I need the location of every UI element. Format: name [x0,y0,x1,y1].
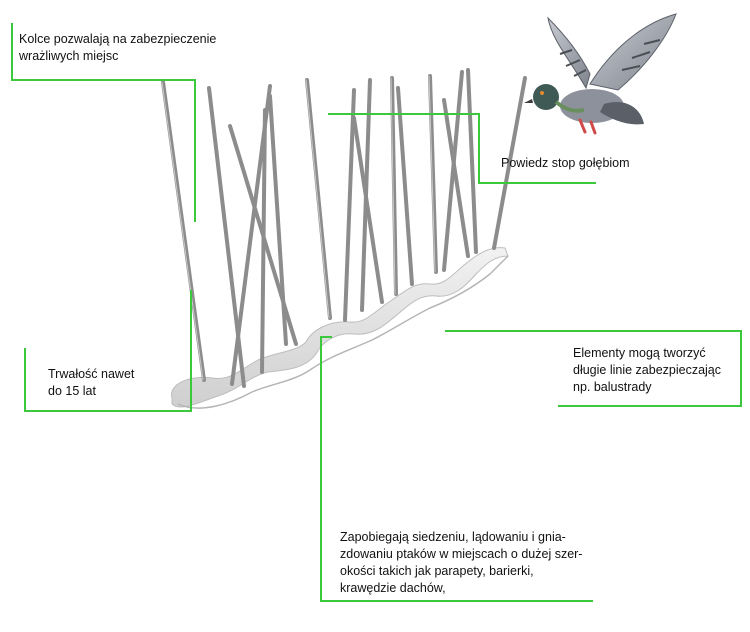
callout-prevent-landing: Zapobiegają siedzeniu, lądowaniu i gnia-… [340,530,583,595]
pigeon-illustration [524,13,677,135]
callout-line-bottom [320,336,593,602]
callout-stop-pigeons: Powiedz stop gołębiom [501,156,630,170]
spike-base [171,247,509,409]
callout-lines [11,23,742,602]
callout-line-top-right [328,113,596,184]
spikes [161,68,527,388]
callout-sensitive-places: Kolce pozwalają na zabezpieczenie wrażli… [19,32,217,63]
callout-durability: Trwałość nawet do 15 lat [48,367,135,398]
callout-line-left [24,290,192,412]
callout-long-lines: Elementy mogą tworzyć długie linie zabez… [573,346,722,394]
callout-line-right [445,330,742,407]
callout-line-top-left [11,23,196,222]
